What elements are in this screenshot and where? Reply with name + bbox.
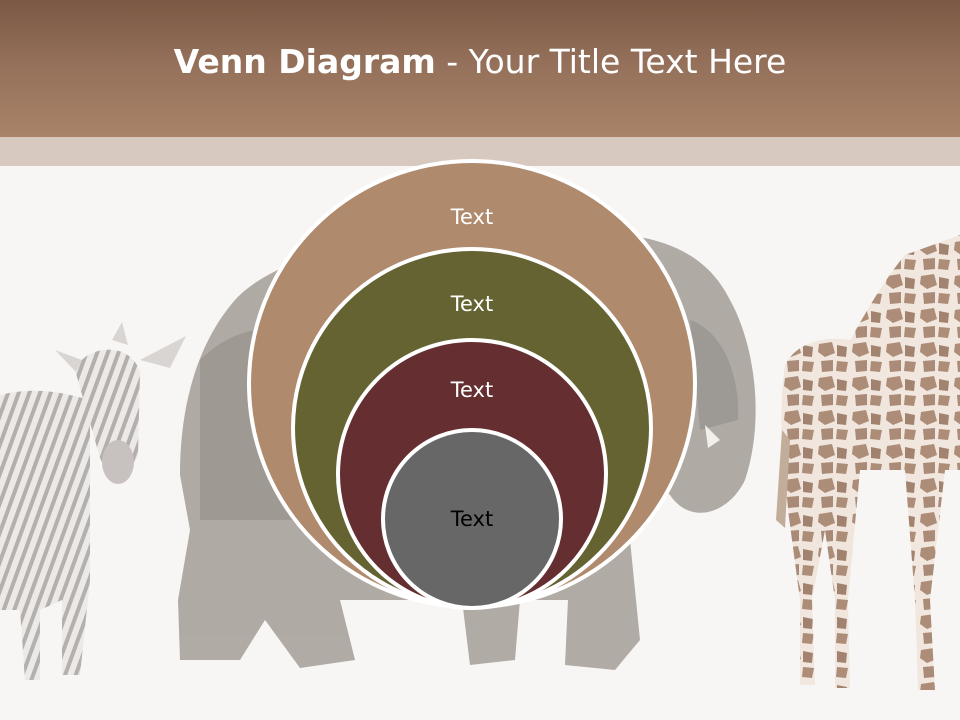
- venn-label-4: Text: [450, 507, 493, 531]
- title-rest: - Your Title Text Here: [435, 42, 787, 81]
- title-bold: Venn Diagram: [173, 42, 436, 81]
- title-bar: [0, 0, 960, 137]
- zebra-image: [0, 322, 186, 680]
- venn-circle-4[interactable]: [381, 428, 563, 610]
- venn-label-3: Text: [450, 378, 493, 402]
- giraffe-image: [776, 235, 960, 690]
- slide-title[interactable]: Venn Diagram - Your Title Text Here: [0, 38, 960, 86]
- venn-label-2: Text: [450, 292, 493, 316]
- venn-label-1: Text: [450, 205, 493, 229]
